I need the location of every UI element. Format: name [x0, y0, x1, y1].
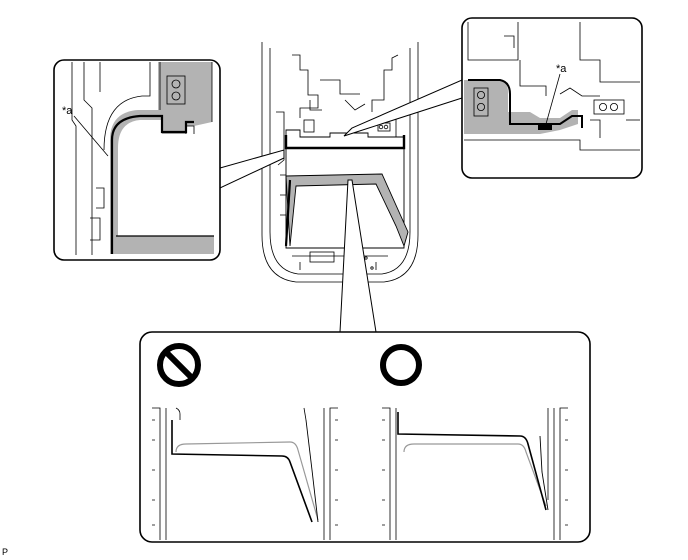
- left-callout: *a: [53, 59, 285, 261]
- right-sealant-area: [464, 80, 578, 134]
- left-sealant-area: [110, 62, 214, 254]
- sealant-bead: [285, 173, 409, 248]
- left-callout-label: *a: [62, 105, 73, 117]
- prohibited-circle-icon: [157, 343, 201, 387]
- right-callout-label: *a: [556, 63, 567, 75]
- comparison-callout: [139, 179, 591, 543]
- open-circle-icon: [380, 344, 422, 386]
- comparison-frame: [139, 331, 591, 543]
- incorrect-example: [152, 343, 338, 540]
- console-opening: [284, 129, 409, 249]
- figure-id: P: [2, 547, 9, 557]
- incorrect-sealant-line: [171, 420, 313, 523]
- right-sealant-point: [538, 124, 552, 130]
- correct-example: [380, 344, 568, 540]
- correct-sealant-line: [397, 412, 547, 511]
- right-callout: *a: [343, 17, 643, 179]
- right-detail-frame: [461, 17, 643, 179]
